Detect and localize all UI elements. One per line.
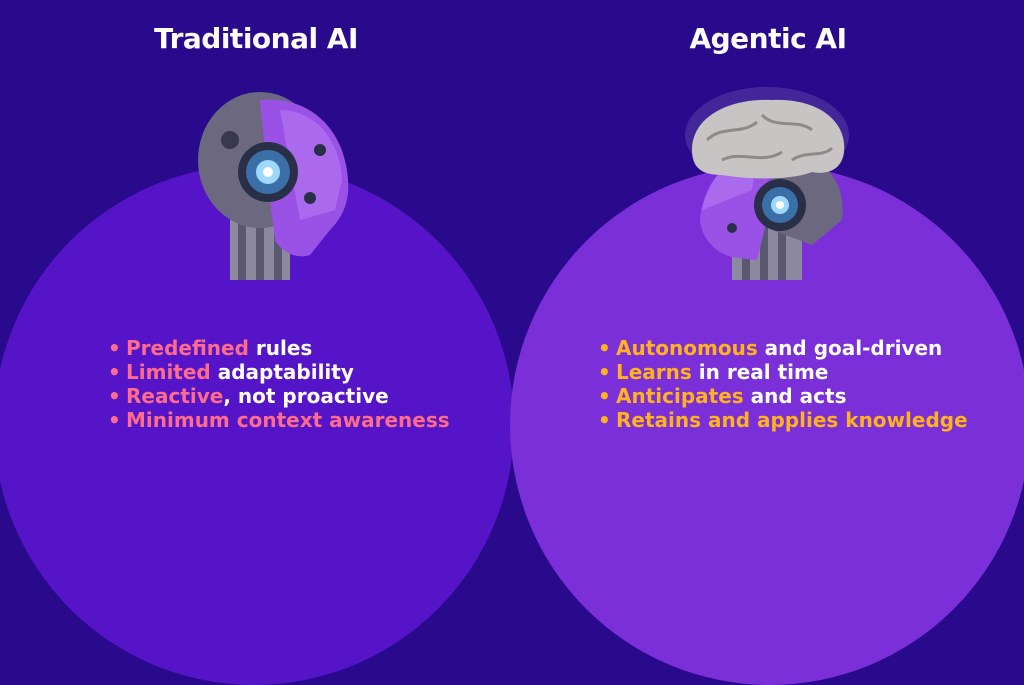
bullet-dot: • xyxy=(108,384,121,408)
list-item: •Autonomous and goal-driven xyxy=(598,336,943,360)
agentic-ai-bullet-list: •Autonomous and goal-driven •Learns in r… xyxy=(512,336,1024,432)
list-item: •Limited adaptability xyxy=(108,360,354,384)
bullet-dot: • xyxy=(108,360,121,384)
robot-head-icon xyxy=(198,92,349,280)
traditional-ai-bullet-list: •Predefined rules •Limited adaptability … xyxy=(0,336,512,432)
bullet-dot: • xyxy=(598,408,611,432)
list-item: •Reactive, not proactive xyxy=(108,384,389,408)
list-item: •Retains and applies knowledge xyxy=(598,408,968,432)
bullet-dot: • xyxy=(598,336,611,360)
traditional-ai-panel: Traditional AI •Predefined rules •Limite… xyxy=(0,0,514,685)
bullet-dot: • xyxy=(108,336,121,360)
agentic-ai-panel: Agentic AI •Autonomous and goal-driven •… xyxy=(510,0,1024,685)
list-item: •Learns in real time xyxy=(598,360,829,384)
traditional-ai-title: Traditional AI xyxy=(154,22,358,55)
bullet-dot: • xyxy=(108,408,121,432)
list-item: •Anticipates and acts xyxy=(598,384,847,408)
list-item: •Minimum context awareness xyxy=(108,408,450,432)
robot-head-with-brain-icon xyxy=(685,87,849,280)
list-item: •Predefined rules xyxy=(108,336,313,360)
bullet-dot: • xyxy=(598,384,611,408)
agentic-ai-title: Agentic AI xyxy=(689,22,847,55)
bullet-dot: • xyxy=(598,360,611,384)
